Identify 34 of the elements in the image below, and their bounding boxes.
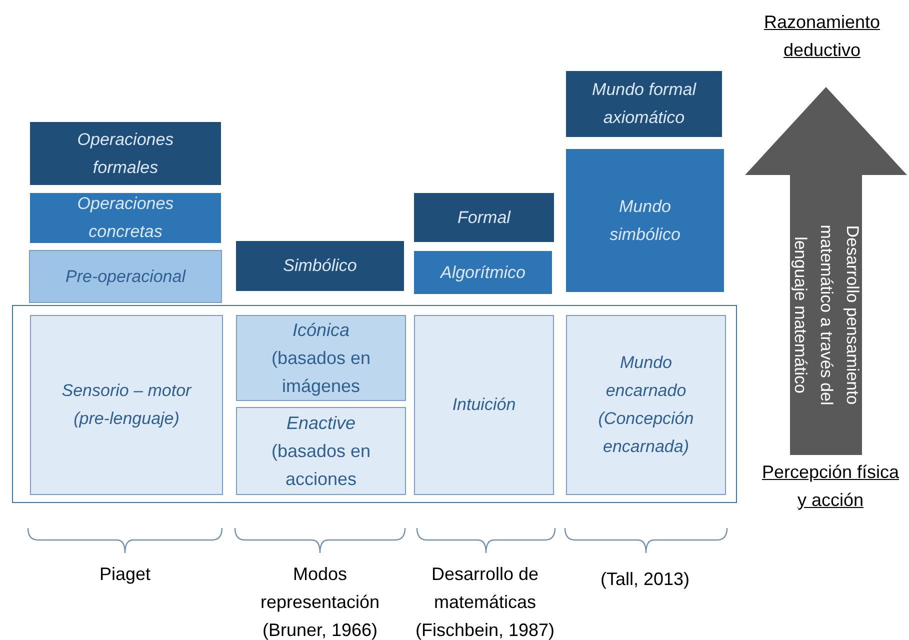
stage-box (29, 250, 222, 303)
stage-text: Intuición (451, 394, 517, 416)
stage-text: Sensorio – motor (pre-lenguaje) (60, 380, 193, 430)
arrow-text: Desarrollo pensamiento matemático a través del lenguaje matemático (790, 224, 863, 408)
stage-box (414, 315, 554, 495)
stage-box (566, 315, 726, 495)
axis-label: Percepción física y acción (760, 461, 900, 512)
stage-text: Formal (456, 206, 512, 228)
source-label: Desarrollo de matemáticas (Fischbein, 1987) (414, 563, 556, 640)
source-label: Modos representación (Bruner, 1966) (259, 563, 381, 640)
stage-box (236, 407, 406, 495)
stage-text: Mundo encarnado (Concepción encarnada) (597, 352, 695, 458)
stage-box (29, 121, 222, 186)
source-label: Piaget (98, 563, 152, 586)
stage-text: Operaciones concretas (76, 193, 175, 243)
stage-box (236, 315, 406, 401)
stage-text: Mundo simbólico (608, 196, 682, 246)
stage-box (413, 250, 553, 295)
stage-text: Operaciones formales (76, 128, 175, 178)
stage-box (29, 192, 222, 244)
group-frame (12, 305, 737, 503)
stage-text: Enactive (basados en acciones (270, 412, 372, 491)
stage-text: Algorítmico (438, 262, 527, 284)
stage-text: Mundo formal axiomático (591, 79, 698, 129)
stage-text: Simbólico (282, 255, 358, 277)
stage-box (235, 240, 405, 292)
source-label: (Tall, 2013) (599, 568, 691, 591)
axis-label: Razonamiento deductivo (762, 11, 882, 62)
stage-text: Pre-operacional (64, 266, 187, 288)
stage-box (565, 148, 725, 293)
stage-box (565, 70, 723, 138)
stage-box (413, 192, 555, 243)
stage-text: Icónica (basados en imágenes (270, 319, 372, 398)
stage-box (30, 315, 223, 495)
